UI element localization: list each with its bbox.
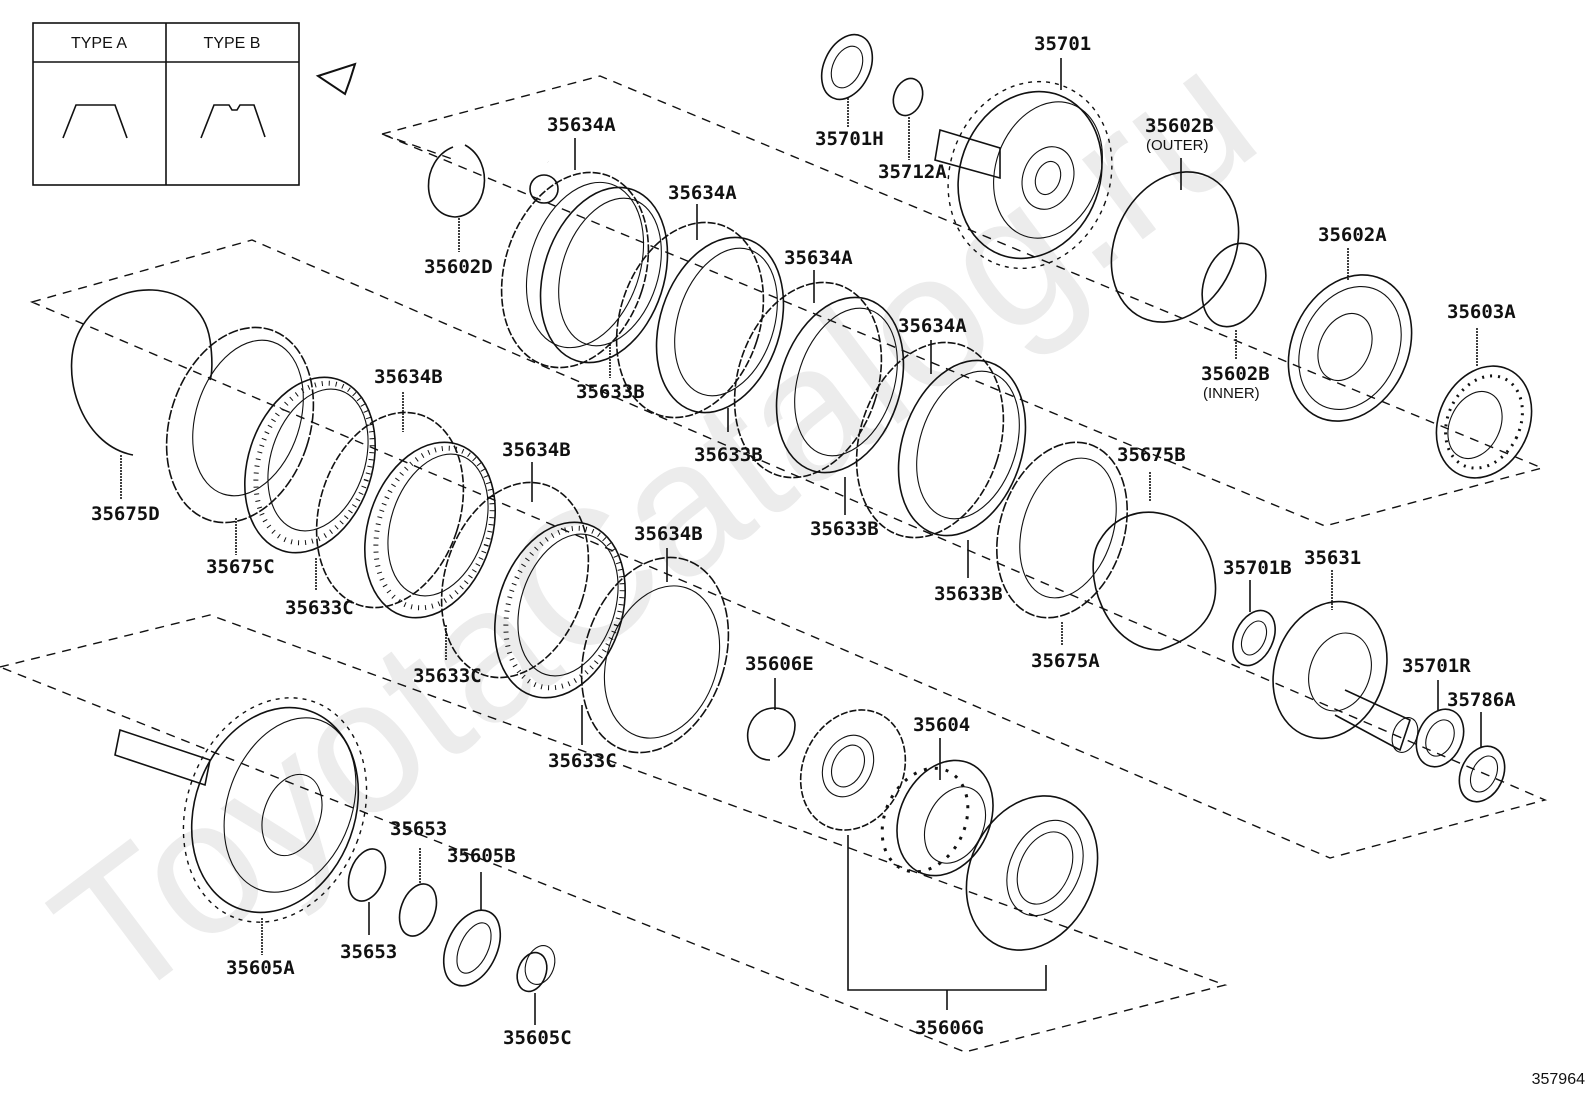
label-35634A-4: 35634A — [898, 315, 967, 337]
label-35675D: 35675D — [91, 503, 160, 525]
part-35633C-disc-3[interactable]: 35633C — [473, 505, 647, 772]
label-35701: 35701 — [1034, 33, 1091, 55]
part-35701-drum[interactable]: 35701 — [922, 33, 1137, 292]
type-a-header: TYPE A — [71, 35, 127, 52]
label-35634B-1: 35634B — [374, 366, 443, 388]
label-35631: 35631 — [1304, 547, 1361, 569]
part-35633C-disc-2[interactable]: 35633C — [343, 425, 517, 687]
label-35603A: 35603A — [1447, 301, 1516, 323]
type-table: TYPE A TYPE B — [32, 22, 300, 186]
label-35634B-2: 35634B — [502, 439, 571, 461]
part-35701B-bearing[interactable]: 35701B — [1223, 557, 1292, 672]
part-35675A-flange[interactable]: 35675A — [975, 425, 1149, 672]
label-35602D: 35602D — [424, 256, 493, 278]
label-35653-2: 35653 — [390, 818, 447, 840]
group-box-middle — [29, 239, 1548, 859]
part-35602B-inner-ring[interactable]: 35602B (INNER) — [1191, 234, 1277, 402]
label-35633B-1: 35633B — [576, 381, 645, 403]
part-35633B-disc-4[interactable]: 35633B — [877, 344, 1047, 605]
label-35605A: 35605A — [226, 957, 295, 979]
part-35653-oring-1[interactable]: 35653 — [340, 844, 397, 963]
label-35786A: 35786A — [1447, 689, 1516, 711]
label-35605C: 35605C — [503, 1027, 572, 1049]
part-35634A-plate-2[interactable]: 35634A — [593, 182, 788, 437]
label-35712A: 35712A — [878, 161, 947, 183]
part-35631-hub[interactable]: 35631 — [1254, 547, 1422, 756]
part-35603A-spring-retainer[interactable]: 35603A — [1419, 301, 1550, 494]
part-35633B-disc-1[interactable]: 35633B — [519, 171, 689, 403]
label-35701H: 35701H — [815, 128, 884, 150]
label-35701B: 35701B — [1223, 557, 1292, 579]
type-b-header: TYPE B — [204, 35, 261, 52]
label-35675B: 35675B — [1117, 444, 1186, 466]
part-35605A-drum[interactable]: 35605A — [114, 672, 397, 979]
group-box-bottom — [0, 614, 1228, 1053]
label-35633B-2: 35633B — [694, 444, 763, 466]
label-35653-1: 35653 — [340, 941, 397, 963]
label-35602B-inner: 35602B — [1201, 363, 1270, 385]
part-35653-oring-2[interactable]: 35653 — [390, 818, 447, 941]
part-35606G-piston-assembly[interactable]: 35606G — [781, 693, 1122, 1039]
label-35606G: 35606G — [915, 1017, 984, 1039]
label-35675C: 35675C — [206, 556, 275, 578]
part-35605B-bearing[interactable]: 35605B — [432, 845, 516, 995]
part-35602A-piston[interactable]: 35602A — [1265, 224, 1434, 441]
group-box-top — [379, 75, 1545, 527]
label-35602B-outer: 35602B — [1145, 115, 1214, 137]
part-35712A-oring[interactable]: 35712A — [878, 74, 947, 183]
part-35675D-snap-ring[interactable]: 35675D — [70, 289, 213, 525]
label-35633B-4: 35633B — [934, 583, 1003, 605]
label-35634B-3: 35634B — [634, 523, 703, 545]
label-35675A: 35675A — [1031, 650, 1100, 672]
part-35633B-disc-3[interactable]: 35633B — [755, 281, 925, 540]
label-35605B: 35605B — [447, 845, 516, 867]
detail-arrow — [315, 62, 559, 204]
part-35701H-bearing[interactable]: 35701H — [812, 26, 884, 150]
type-a-profile-icon — [62, 104, 128, 139]
label-35633C-2: 35633C — [413, 665, 482, 687]
label-35634A-2: 35634A — [668, 182, 737, 204]
diagram-reference-number: 357964 — [1532, 1071, 1585, 1088]
part-35634B-plate-1[interactable]: 35634B — [293, 366, 488, 627]
part-35633B-disc-2[interactable]: 35633B — [635, 221, 805, 466]
label-35606E: 35606E — [745, 653, 814, 675]
part-35606E-snap-ring[interactable]: 35606E — [745, 653, 814, 761]
part-35634A-plate-1[interactable]: 35634A — [478, 114, 673, 387]
label-35633C-1: 35633C — [285, 597, 354, 619]
label-35604: 35604 — [913, 714, 970, 736]
label-35634A-3: 35634A — [784, 247, 853, 269]
part-35633C-disc-1[interactable]: 35633C — [223, 360, 397, 619]
part-35602D-snap-ring[interactable]: 35602D — [424, 144, 493, 278]
part-35701R-bearing[interactable]: 35701R — [1402, 655, 1473, 774]
label-35602B-outer-note: (OUTER) — [1146, 137, 1209, 154]
type-b-profile-icon — [200, 104, 266, 139]
part-35605C-needle-bearing[interactable]: 35605C — [503, 941, 572, 1049]
part-35786A-washer[interactable]: 35786A — [1447, 689, 1516, 809]
part-35675B-snap-ring[interactable]: 35675B — [1092, 444, 1217, 651]
label-35633C-3: 35633C — [548, 750, 617, 772]
part-35675C-flange[interactable]: 35675C — [143, 308, 338, 578]
label-35602A: 35602A — [1318, 224, 1387, 246]
part-35602B-outer-ring[interactable]: 35602B (OUTER) — [1088, 115, 1263, 343]
part-35634A-plate-3[interactable]: 35634A — [711, 247, 906, 497]
label-35602B-inner-note: (INNER) — [1203, 385, 1260, 402]
label-35634A-1: 35634A — [547, 114, 616, 136]
detail-callout-circle — [529, 174, 559, 204]
label-35701R: 35701R — [1402, 655, 1471, 677]
part-35634B-plate-2[interactable]: 35634B — [418, 439, 613, 697]
part-35604-spring[interactable]: 35604 — [866, 714, 1011, 891]
part-35634A-plate-4[interactable]: 35634A — [833, 315, 1028, 557]
part-35634B-plate-3[interactable]: 35634B — [558, 523, 753, 772]
label-35633B-3: 35633B — [810, 518, 879, 540]
